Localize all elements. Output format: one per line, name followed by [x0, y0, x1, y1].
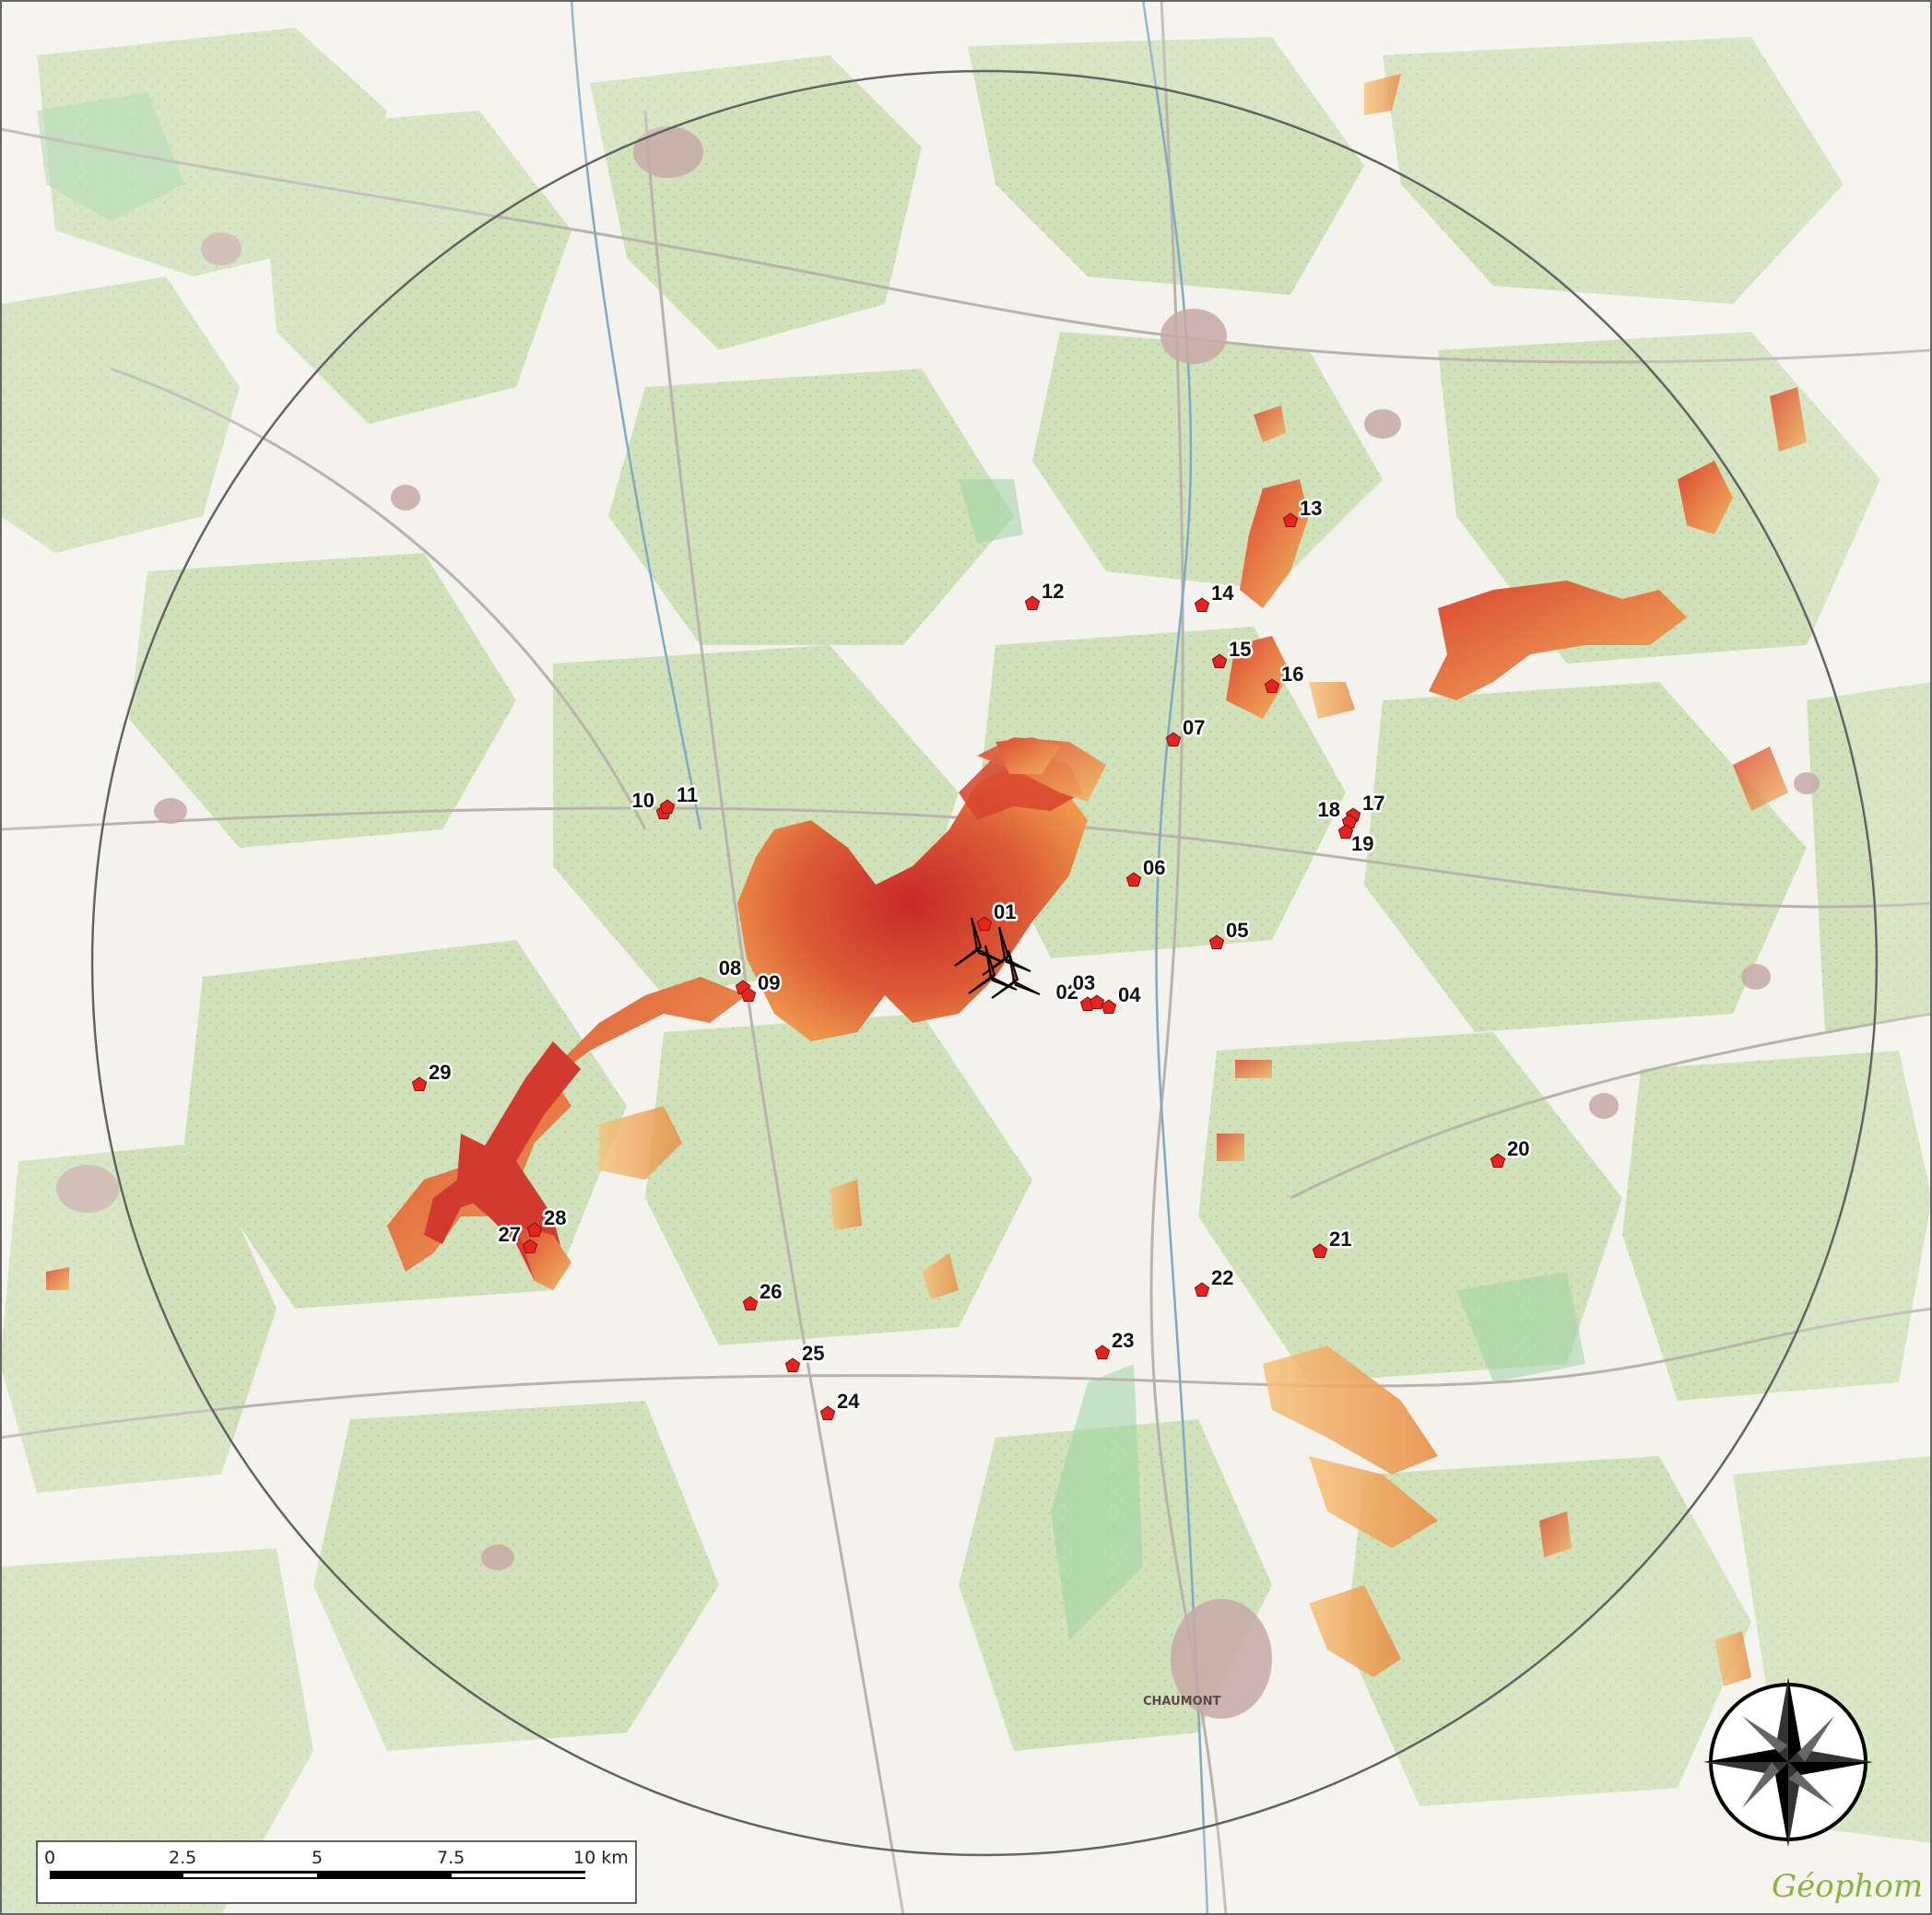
viewpoint-marker-29	[411, 1076, 428, 1091]
viewpoint-label-21: 21	[1329, 1228, 1351, 1251]
viewpoint-marker-05	[1208, 934, 1225, 949]
scale-label: 7.5	[437, 1848, 465, 1868]
visibility-layer	[46, 74, 1807, 1686]
river-layer	[570, 0, 1209, 1915]
viewpoint-marker-06	[1125, 872, 1142, 887]
viewpoint-label-12: 12	[1042, 580, 1064, 603]
viewpoint-label-24: 24	[837, 1390, 860, 1413]
scale-label: 5	[312, 1848, 323, 1868]
viewpoint-marker-27	[522, 1239, 538, 1253]
viewpoint-label-14: 14	[1211, 582, 1234, 605]
viewpoint-marker-01	[976, 916, 993, 931]
viewpoint-marker-24	[819, 1405, 836, 1420]
viewpoint-label-23: 23	[1112, 1329, 1134, 1352]
wind-turbine-icon	[954, 917, 1004, 967]
viewpoint-label-06: 06	[1143, 856, 1165, 879]
scale-bar: 0 2.5 5 7.5 10 km	[36, 1840, 637, 1904]
study-area-ring	[90, 69, 1879, 1857]
viewpoint-marker-15	[1211, 653, 1228, 668]
viewpoint-label-15: 15	[1229, 638, 1251, 661]
viewpoint-marker-11	[659, 799, 676, 814]
scale-label: 10 km	[573, 1848, 629, 1868]
viewpoint-label-25: 25	[802, 1342, 824, 1365]
viewpoint-label-16: 16	[1281, 663, 1303, 686]
viewpoint-marker-22	[1194, 1282, 1210, 1297]
viewpoint-label-13: 13	[1300, 497, 1322, 520]
wetland-layer	[37, 92, 1585, 1640]
viewpoint-label-10: 10	[632, 789, 654, 812]
scale-label: 2.5	[169, 1848, 196, 1868]
viewpoint-marker-16	[1264, 678, 1280, 693]
viewpoint-label-04: 04	[1118, 983, 1141, 1006]
viewpoint-marker-07	[1165, 732, 1182, 746]
viewpoint-marker-23	[1094, 1345, 1111, 1359]
viewpoint-label-02: 02	[1056, 981, 1078, 1004]
viewpoint-label-29: 29	[429, 1061, 451, 1084]
brand-logo: Géophom	[1772, 1868, 1923, 1905]
viewpoint-label-20: 20	[1507, 1137, 1529, 1160]
viewpoint-label-01: 01	[994, 900, 1016, 923]
viewpoint-label-26: 26	[760, 1280, 782, 1303]
viewpoint-label-03: 03	[1073, 971, 1095, 994]
viewpoint-label-11: 11	[677, 783, 698, 806]
viewpoint-marker-20	[1490, 1153, 1506, 1168]
viewpoint-marker-28	[526, 1222, 543, 1237]
scale-label: 0	[44, 1848, 55, 1868]
viewpoint-label-27: 27	[499, 1223, 521, 1246]
viewpoint-marker-14	[1194, 597, 1210, 612]
viewpoint-label-19: 19	[1351, 832, 1373, 855]
viewpoint-marker-19	[1337, 824, 1354, 839]
wind-turbine-icon	[991, 949, 1041, 999]
viewpoint-label-08: 08	[719, 957, 741, 980]
viewpoint-marker-12	[1024, 595, 1041, 610]
viewpoint-marker-26	[742, 1296, 759, 1310]
viewpoint-label-05: 05	[1226, 919, 1248, 942]
viewpoint-marker-21	[1312, 1243, 1328, 1258]
urban-layer	[56, 126, 1820, 1719]
viewpoint-marker-03	[1089, 994, 1105, 1009]
viewpoint-label-09: 09	[758, 971, 780, 994]
wind-turbine-cluster	[954, 917, 1041, 999]
viewpoint-marker-25	[784, 1357, 801, 1372]
viewpoint-label-28: 28	[544, 1206, 566, 1229]
viewpoint-label-18: 18	[1318, 798, 1340, 821]
viewpoint-label-17: 17	[1362, 792, 1384, 815]
viewpoint-marker-13	[1282, 512, 1299, 527]
viewpoint-label-22: 22	[1211, 1266, 1233, 1289]
town-label: CHAUMONT	[1143, 1695, 1221, 1709]
compass-rose-icon	[1703, 1677, 1873, 1847]
viewpoint-label-07: 07	[1183, 716, 1205, 739]
viewpoint-marker-04	[1101, 999, 1117, 1014]
viewpoint-marker-09	[740, 987, 757, 1002]
